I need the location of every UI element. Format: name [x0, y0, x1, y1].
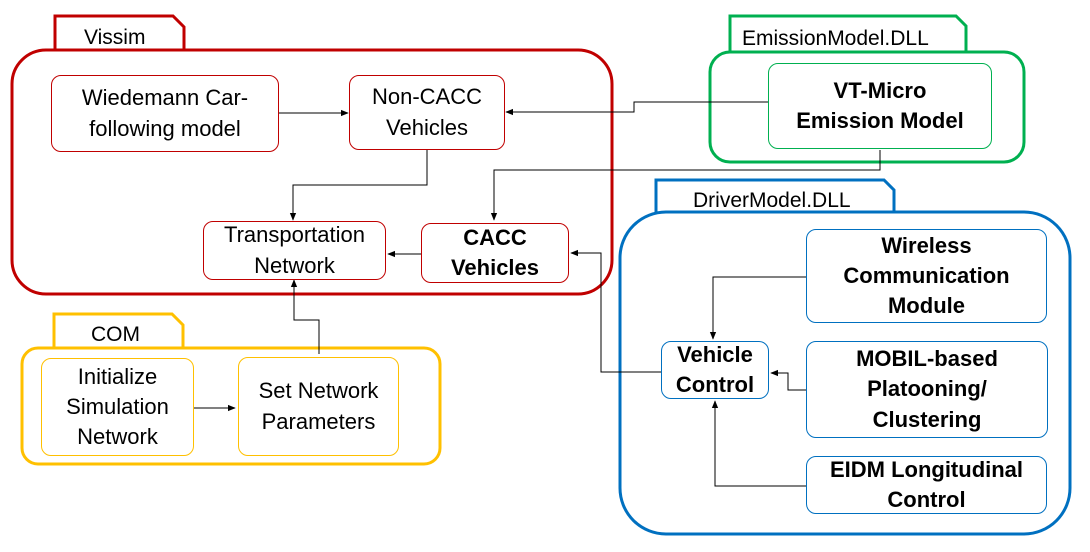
- wireless-communication-label: Wireless Communication Module: [843, 232, 1010, 319]
- transportation-network-node: Transportation Network: [203, 221, 386, 280]
- arrow-noncacc-to-transport: [289, 150, 428, 221]
- vissim-container-label: Vissim: [84, 26, 146, 49]
- set-network-parameters-node: Set Network Parameters: [238, 357, 399, 456]
- eidm-node: EIDM Longitudinal Control: [806, 456, 1047, 514]
- mobil-node: MOBIL-based Platooning/ Clustering: [806, 341, 1048, 438]
- com-container-tab: [52, 312, 185, 348]
- initialize-simulation-label: Initialize Simulation Network: [66, 363, 169, 450]
- set-network-parameters-label: Set Network Parameters: [258, 378, 379, 434]
- wireless-communication-node: Wireless Communication Module: [806, 229, 1047, 323]
- transportation-network-label: Transportation Network: [223, 222, 366, 278]
- cacc-vehicles-node: CACC Vehicles: [421, 223, 569, 283]
- wiedemann-node: Wiedemann Car- following model: [51, 75, 279, 152]
- arrow-vtmicro-to-cacc: [490, 150, 881, 221]
- vehicle-control-node: Vehicle Control: [661, 341, 769, 399]
- mobil-label: MOBIL-based Platooning/ Clustering: [856, 346, 998, 432]
- arrow-vtmicro-to-noncacc: [505, 101, 768, 116]
- arrow-wireless-to-vehiclecontrol: [709, 276, 806, 340]
- driver-container-tab: [654, 178, 896, 212]
- vt-micro-label: VT-Micro Emission Model: [796, 77, 964, 133]
- driver-container: [618, 210, 1072, 536]
- vissim-container-tab: [53, 14, 186, 50]
- com-container: [20, 346, 442, 466]
- non-cacc-vehicles-node: Non-CACC Vehicles: [349, 75, 505, 150]
- emission-container: [708, 50, 1026, 164]
- wiedemann-label: Wiedemann Car- following model: [81, 85, 249, 141]
- vissim-container: [10, 48, 614, 296]
- com-container-label: COM: [91, 323, 140, 346]
- cacc-vehicles-label: CACC Vehicles: [450, 224, 540, 280]
- vt-micro-node: VT-Micro Emission Model: [768, 63, 992, 149]
- eidm-label: EIDM Longitudinal Control: [829, 456, 1024, 512]
- emission-container-label: EmissionModel.DLL: [742, 27, 929, 50]
- driver-container-label: DriverModel.DLL: [693, 189, 851, 212]
- arrow-vehiclecontrol-to-cacc: [570, 249, 661, 373]
- vehicle-control-label: Vehicle Control: [675, 341, 755, 397]
- emission-container-tab: [728, 14, 968, 52]
- initialize-simulation-node: Initialize Simulation Network: [41, 358, 194, 456]
- non-cacc-vehicles-label: Non-CACC Vehicles: [371, 84, 483, 140]
- arrow-mobil-to-vehiclecontrol: [770, 369, 806, 391]
- arrow-setparams-to-transport: [290, 279, 320, 354]
- arrow-eidm-to-vehiclecontrol: [711, 400, 806, 487]
